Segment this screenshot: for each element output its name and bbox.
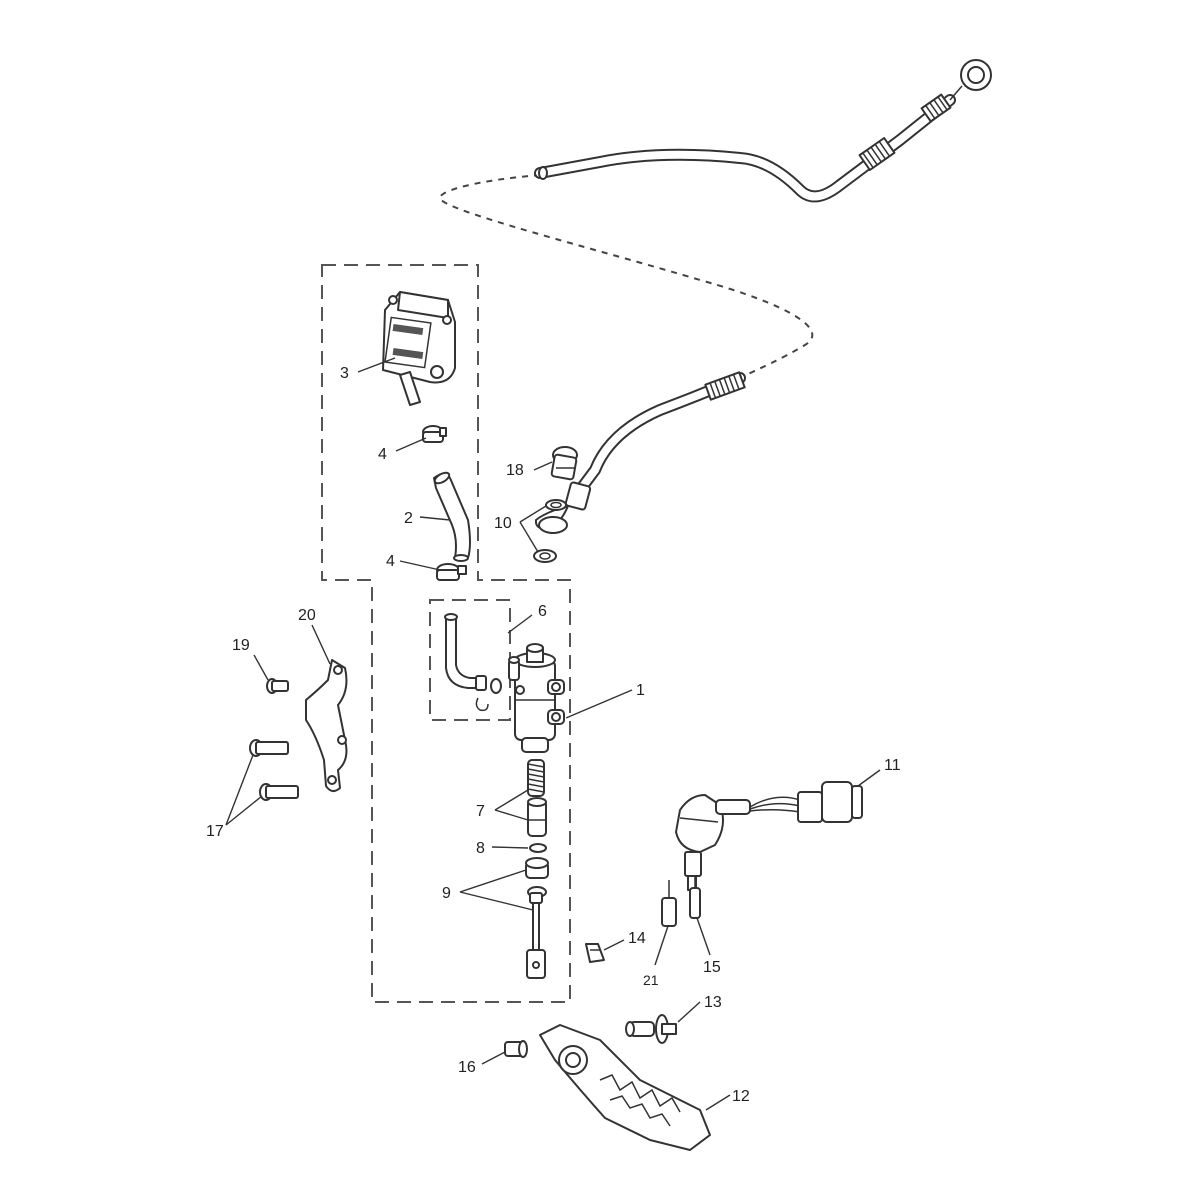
part-16-pin [504,1040,528,1058]
callout-4-upper: 4 [378,446,387,463]
part-20-mounting-bracket [305,659,348,792]
part-21-terminal [661,880,677,927]
callout-18: 18 [506,462,524,479]
callout-20: 20 [298,607,316,624]
part-3-reservoir [382,291,456,406]
part-1-master-cylinder [508,643,565,753]
assembly-boundary [321,264,571,1003]
part-2-reservoir-hose [433,471,471,562]
callout-17: 17 [206,823,224,840]
callout-2: 2 [404,510,413,527]
callout-12: 12 [732,1088,750,1105]
callout-21: 21 [643,972,659,988]
callout-14: 14 [628,930,646,947]
callout-3: 3 [340,365,349,382]
callout-10: 10 [494,515,512,532]
leader-lines [225,357,881,1111]
callout-9: 9 [442,885,451,902]
part-18-banjo-bolt [550,446,578,481]
callouts: 1 2 3 4 4 6 7 8 9 10 11 12 13 14 15 16 1… [206,365,901,1105]
callout-6: 6 [538,603,547,620]
part-12-brake-pedal [539,1024,711,1151]
part-9-push-rod [525,857,549,979]
callout-16: 16 [458,1059,476,1076]
callout-1: 1 [636,682,645,699]
callout-15: 15 [703,959,721,976]
callout-19: 19 [232,637,250,654]
part-11-brake-light-switch [675,781,863,891]
part-15-terminal [689,876,701,919]
part-6-elbow-connector [444,613,502,712]
callout-11: 11 [884,757,901,774]
part-4-hose-clip-upper [422,425,447,443]
sub-assembly-boundary [429,599,511,721]
callout-8: 8 [476,840,485,857]
part-13-pivot-bolt [625,1014,677,1044]
part-7-spring-and-piston [527,759,547,837]
part-10-sealing-washers [533,499,567,563]
callout-13: 13 [704,994,722,1011]
part-8-circlip [529,843,547,853]
part-14-spring-clip [585,943,605,963]
callout-4-lower: 4 [386,553,395,570]
brake-hose [438,59,992,534]
part-19-bolt [266,678,289,694]
part-4-hose-clip-lower [436,563,467,581]
part-17-bolts [249,739,299,801]
callout-7: 7 [476,803,485,820]
